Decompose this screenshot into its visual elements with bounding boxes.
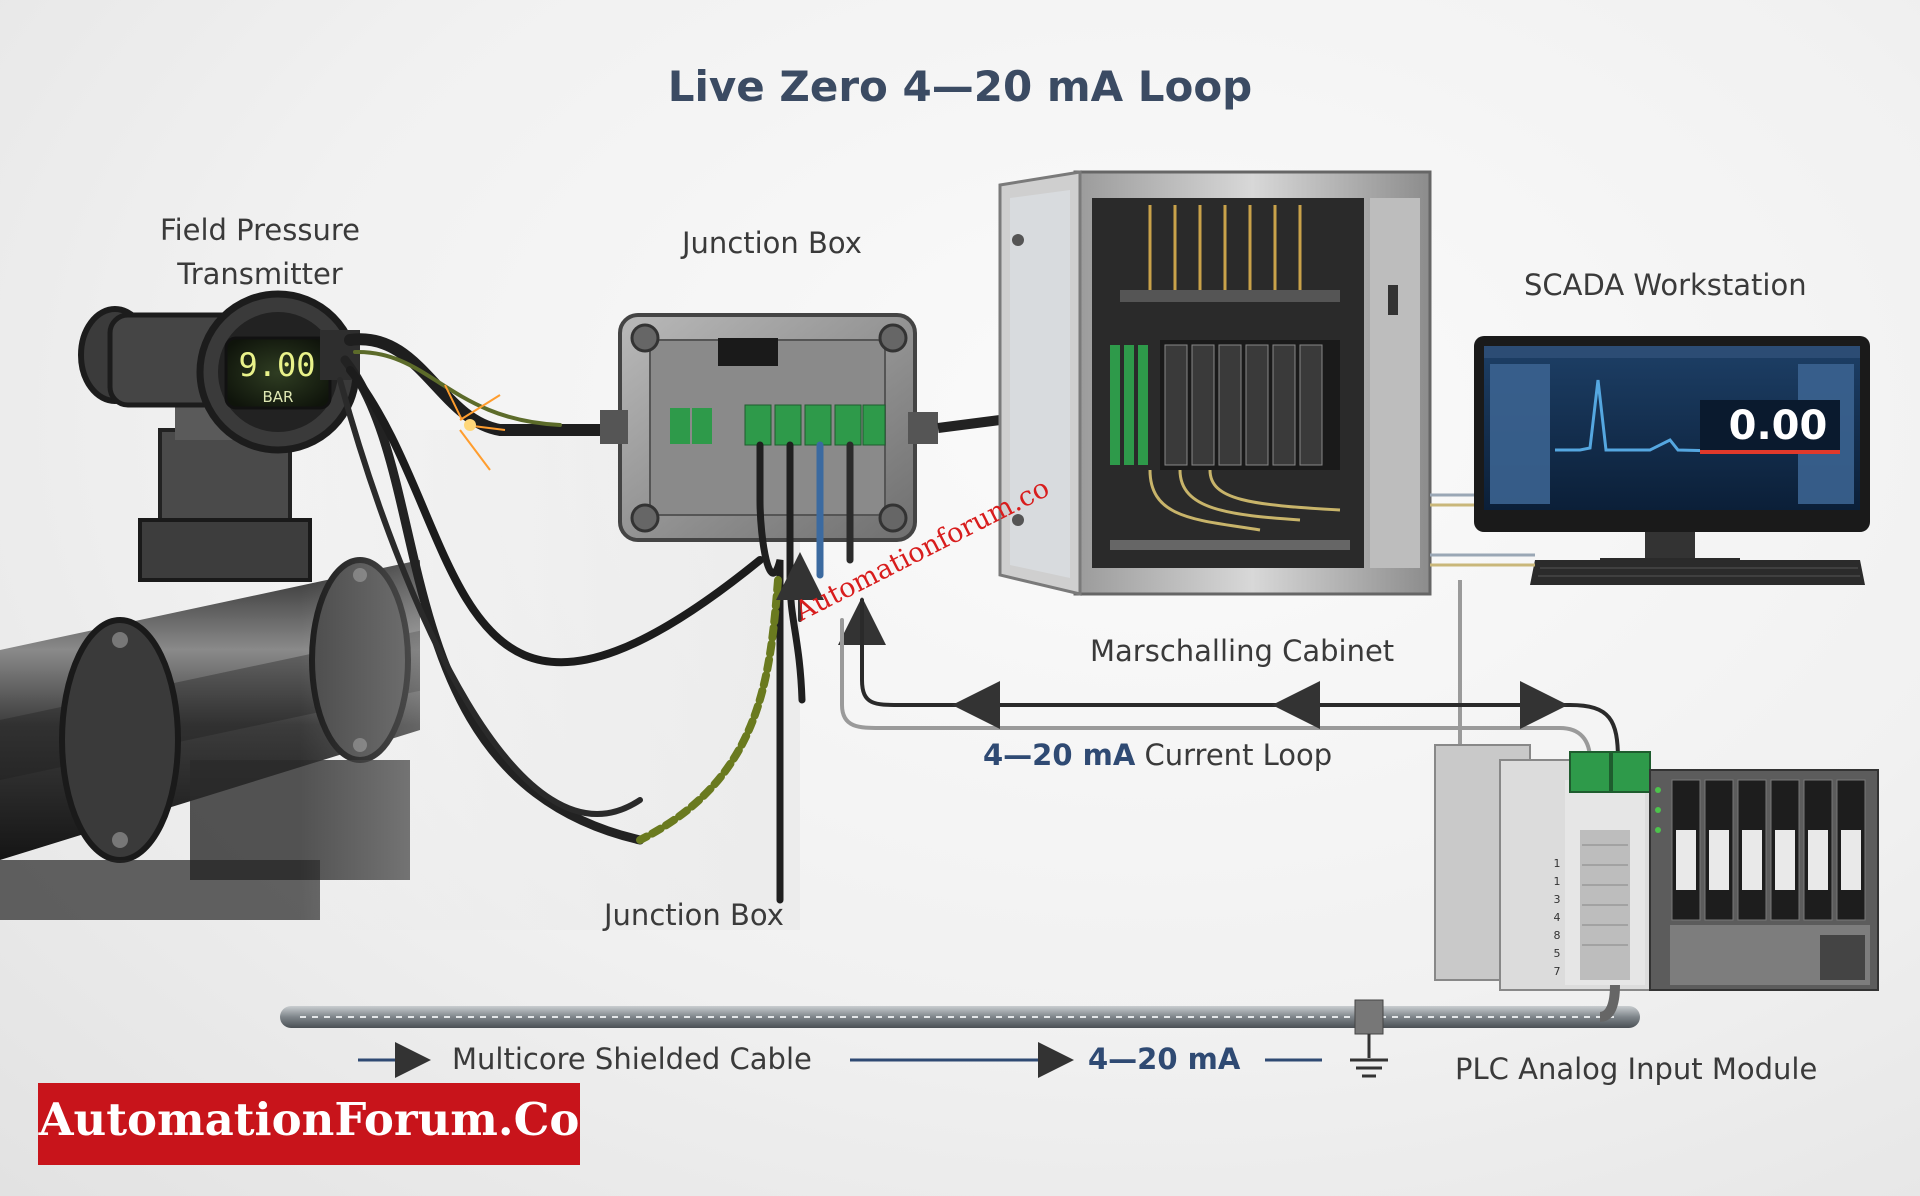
plc-channel-label: 3 (1553, 893, 1561, 906)
transmitter-display-value: 9.00 (238, 346, 316, 384)
label-marshalling-cabinet: Marschalling Cabinet (1090, 634, 1395, 668)
junction-box-wiring (636, 441, 886, 904)
plc-channel-label: 4 (1553, 911, 1561, 924)
pressure-transmitter (78, 290, 360, 582)
plc-channel-label: 8 (1553, 929, 1561, 942)
brand-text: AutomationForum.Co (38, 1093, 580, 1146)
junction-box (600, 313, 938, 542)
transmitter-display-unit: BAR (262, 388, 294, 406)
label-cable-signal: 4—20 mA (1088, 1042, 1241, 1076)
label-current-loop: 4—20 mA Current Loop (983, 738, 1332, 772)
brand-banner: AutomationForum.Co (38, 1083, 580, 1165)
current-loop-value: 4—20 mA (983, 738, 1136, 772)
spark-effect (444, 384, 506, 471)
label-plc-analog-input: PLC Analog Input Module (1455, 1052, 1818, 1086)
plc-channel-label: 7 (1553, 965, 1561, 978)
label-field-pressure-transmitter: Field Pressure Transmitter (120, 208, 400, 296)
transmitter-label-line2: Transmitter (177, 257, 343, 291)
label-junction-box-bottom: Junction Box (604, 898, 784, 932)
label-multicore-cable: Multicore Shielded Cable (452, 1042, 812, 1076)
label-junction-box-top: Junction Box (682, 226, 862, 260)
scada-workstation (1430, 336, 1870, 800)
plc-channel-label: 1 (1553, 857, 1561, 870)
plc-channel-label: 5 (1553, 947, 1561, 960)
diagram-title: Live Zero 4—20 mA Loop (667, 62, 1253, 111)
label-scada-workstation: SCADA Workstation (1524, 268, 1807, 302)
scada-display-value: 0.00 (1728, 403, 1828, 449)
cabinet-feed-cable (937, 415, 1001, 433)
current-loop-lines (840, 598, 1620, 762)
transmitter-label-line1: Field Pressure (160, 213, 360, 247)
plc-rack (1434, 744, 1879, 991)
field-cables (337, 333, 764, 845)
current-loop-text: Current Loop (1144, 738, 1333, 772)
plc-channel-label: 1 (1553, 875, 1561, 888)
ground-symbol (1350, 1034, 1388, 1078)
marshalling-cabinet (998, 170, 1432, 596)
multicore-shielded-cable (280, 984, 1640, 1035)
